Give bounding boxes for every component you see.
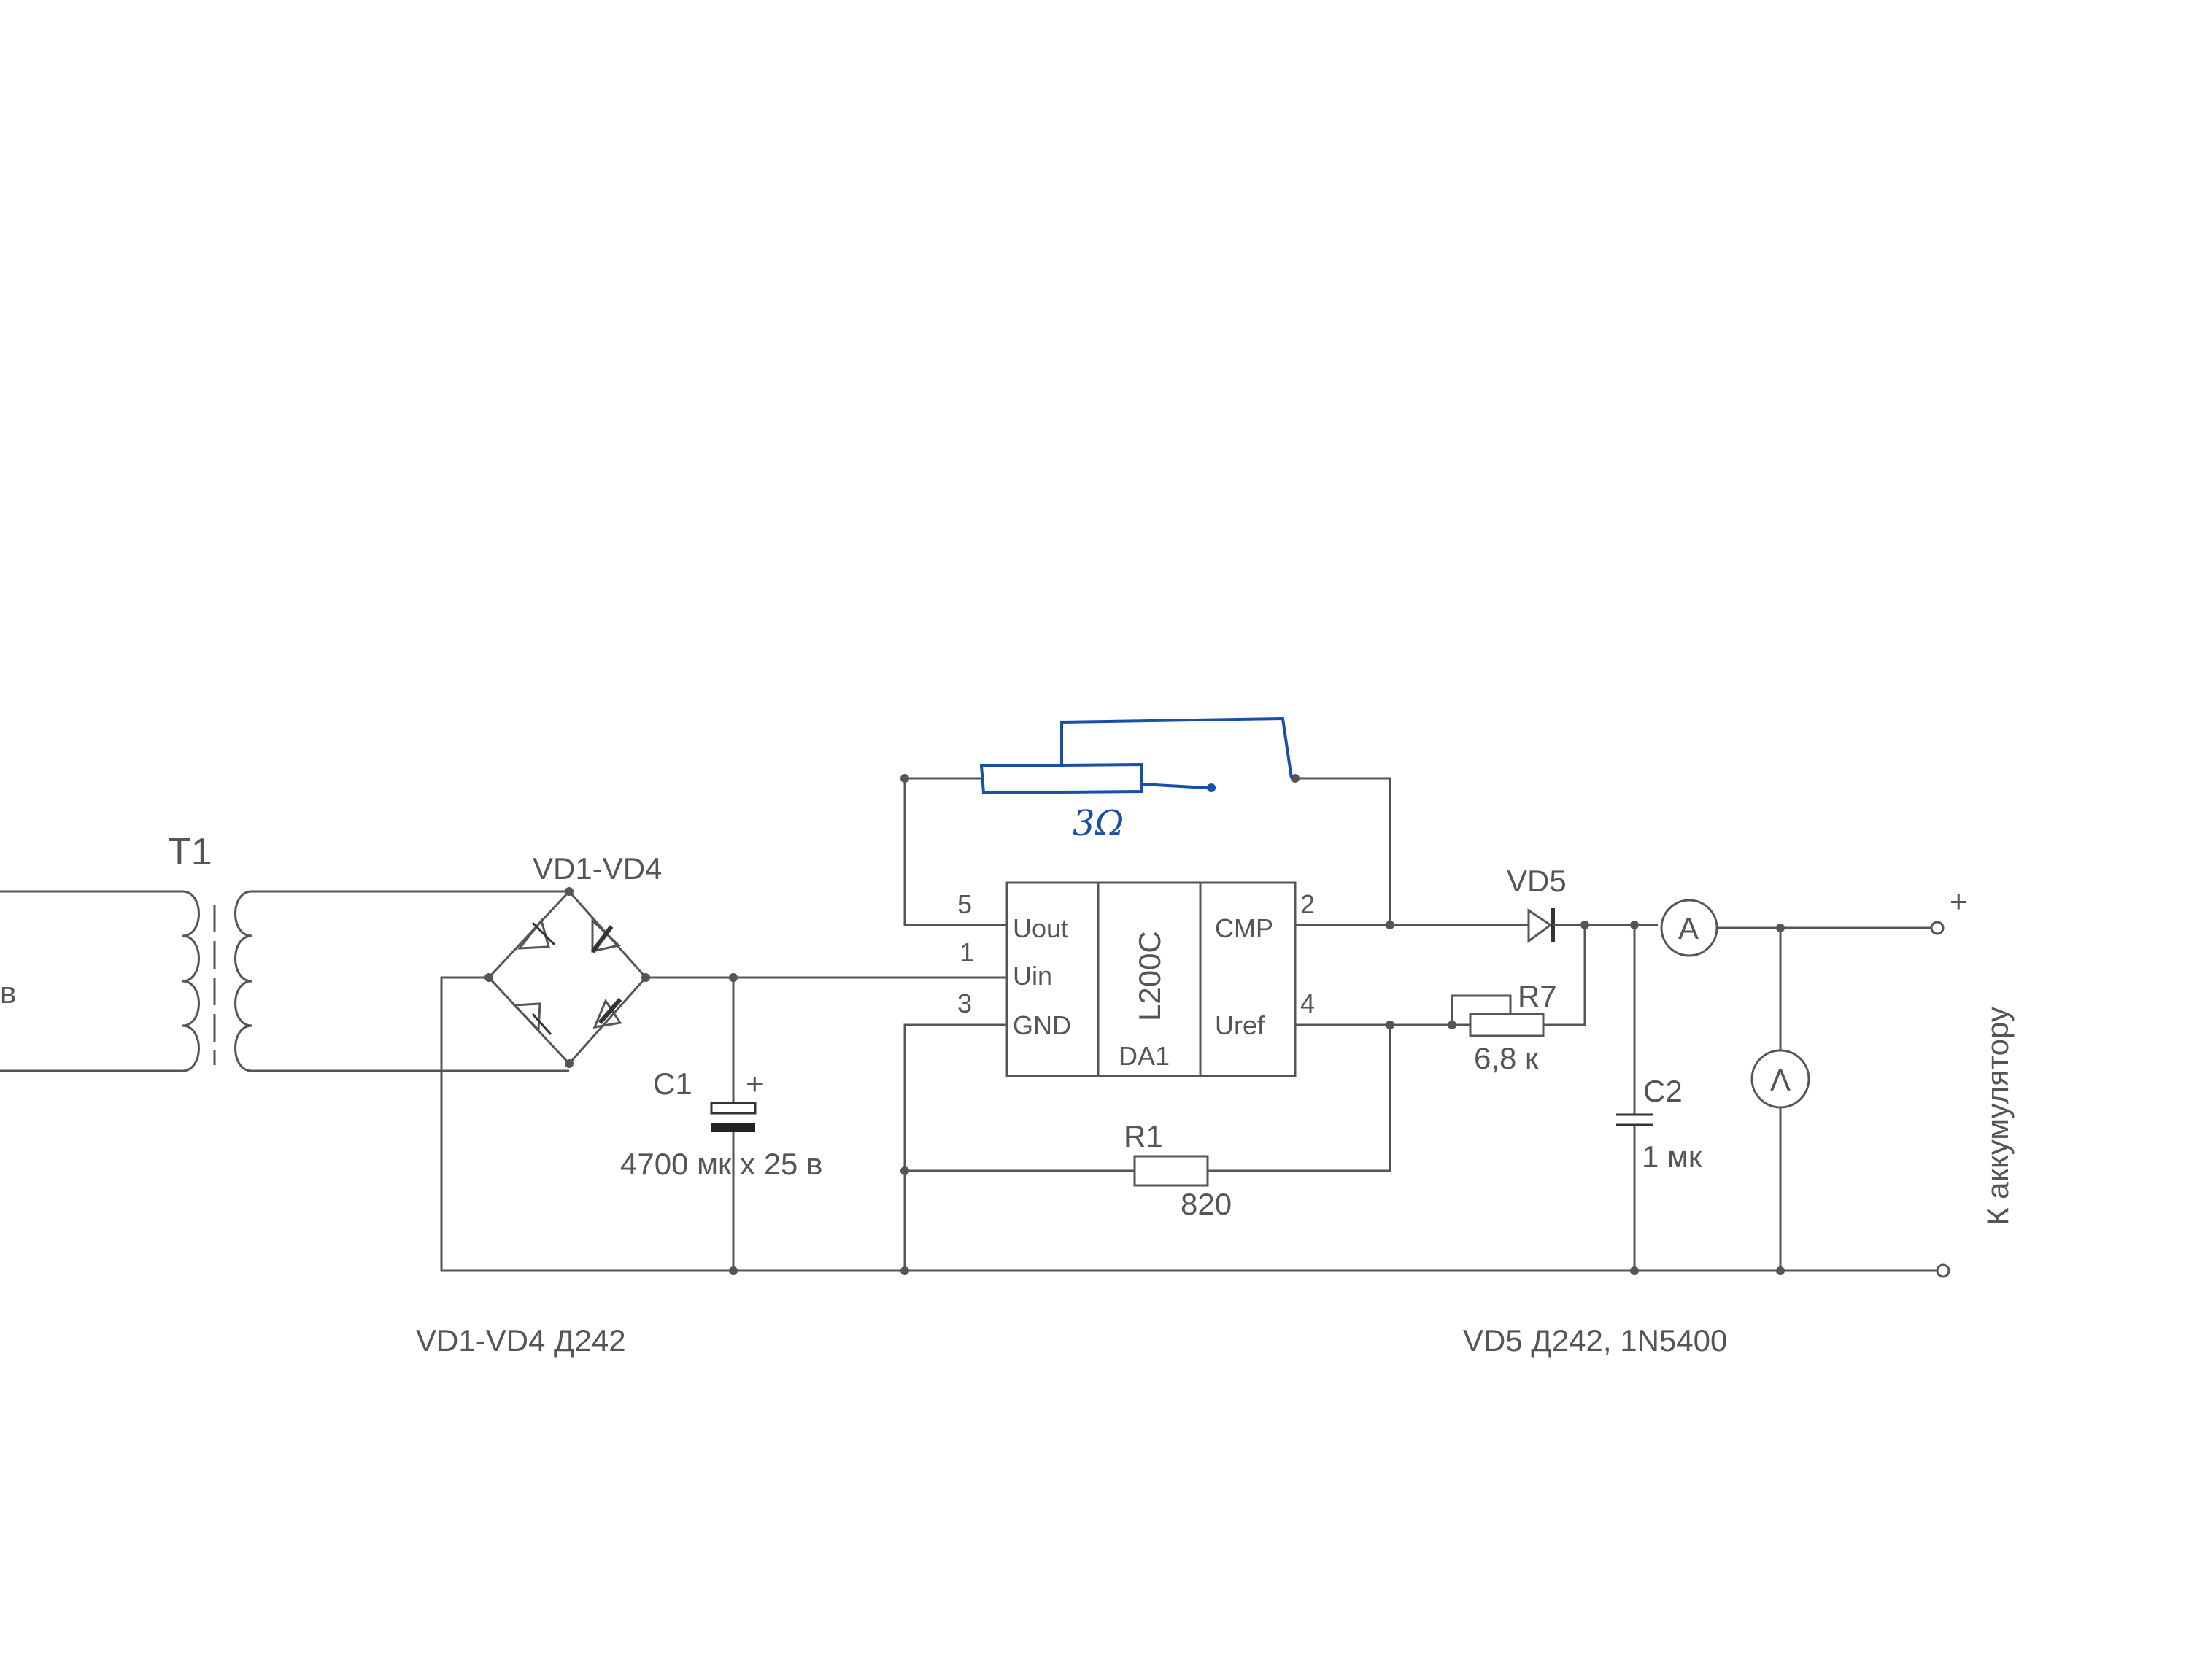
- c1-plate-positive: [710, 1102, 757, 1115]
- shunt-lead: [1141, 783, 1208, 789]
- diode-icon: [592, 998, 622, 1029]
- input-voltage-label: в: [0, 975, 16, 1010]
- shunt-terminal: [1207, 783, 1216, 792]
- transformer-ref: T1: [168, 831, 212, 873]
- resistor-r1: R1 820: [905, 1025, 1391, 1221]
- pin-number-5: 5: [957, 889, 972, 919]
- output-plus: +: [1950, 884, 1968, 918]
- r1-body: [1133, 1155, 1209, 1187]
- sense-wire: [1295, 777, 1391, 925]
- ic-dividers: [1097, 883, 1202, 1076]
- r7-ref: R7: [1518, 979, 1557, 1013]
- bridge-part-note: VD1-VD4 Д242: [416, 1323, 626, 1358]
- vd5-ref: VD5: [1507, 864, 1567, 898]
- node: [1448, 1021, 1456, 1029]
- node: [1630, 921, 1639, 929]
- output-terminal-negative: [1936, 1263, 1950, 1278]
- output-label: К аккумулятору: [1980, 1007, 2015, 1226]
- node: [900, 774, 909, 783]
- c1-plus: +: [746, 1067, 764, 1101]
- node: [900, 1266, 909, 1275]
- gnd-wire: [903, 1023, 1007, 1271]
- shunt-wiper: [1060, 716, 1293, 779]
- ammeter-symbol: A: [1678, 911, 1699, 945]
- bridge-label: VD1-VD4: [533, 851, 662, 886]
- diode-icon: [1527, 908, 1553, 943]
- pin-number-2: 2: [1300, 889, 1315, 919]
- voltmeter: V: [1750, 928, 1810, 1275]
- node: [1291, 774, 1300, 783]
- node: [565, 887, 574, 896]
- voltmeter-symbol: V: [1770, 1063, 1791, 1097]
- uout-wire: [903, 777, 1007, 926]
- ic-pin-cmp: CMP: [1215, 913, 1273, 943]
- ic-pin-uin: Uin: [1013, 961, 1052, 991]
- ammeter: A: [1660, 899, 1718, 957]
- c2-plates: [1616, 1113, 1653, 1126]
- c2-value: 1 мк: [1642, 1139, 1702, 1174]
- r7-wiper: [1451, 994, 1512, 1025]
- c1-ref: C1: [653, 1067, 692, 1101]
- ic-pin-uout: Uout: [1013, 913, 1068, 943]
- diode-vd5: VD5 VD5 Д242, 1N5400: [1463, 864, 1727, 1358]
- bridge-outline: [487, 889, 648, 1066]
- diode-bridge: VD1-VD4 VD1-VD4 Д242: [416, 851, 662, 1358]
- r1-ref: R1: [1124, 1119, 1163, 1153]
- c1-plate-negative: [711, 1123, 755, 1132]
- ic-part-number: L200C: [1132, 931, 1167, 1021]
- diode-icon: [590, 918, 622, 953]
- node: [729, 973, 738, 982]
- voltmeter-circle: [1750, 1049, 1810, 1109]
- primary-winding: [182, 890, 200, 1072]
- pin-number-3: 3: [957, 988, 972, 1018]
- node: [1386, 921, 1394, 929]
- node: [1630, 1266, 1639, 1275]
- r7-lead: [1543, 925, 1586, 1026]
- capacitor-c2: C2 1 мк: [1616, 921, 1702, 1275]
- diode-icon: [517, 918, 556, 950]
- c1-value: 4700 мк х 25 в: [620, 1147, 822, 1181]
- ground-rail: [440, 976, 1937, 1272]
- primary-leads: [0, 890, 182, 1072]
- transformer-t1: T1 в: [0, 831, 569, 1072]
- pin-number-4: 4: [1300, 988, 1315, 1018]
- vd5-part-note: VD5 Д242, 1N5400: [1463, 1323, 1727, 1358]
- ic-pin-uref: Uref: [1215, 1010, 1265, 1040]
- capacitor-c1: C1 + 4700 мк х 25 в: [620, 973, 822, 1275]
- ic-body: [1005, 881, 1297, 1077]
- secondary-leads: [252, 890, 569, 1072]
- shunt-resistor-handdrawn: 3Ω: [979, 716, 1293, 844]
- node: [1776, 1266, 1785, 1275]
- output-terminal-positive: [1930, 921, 1945, 935]
- c2-ref: C2: [1643, 1074, 1683, 1108]
- trimmer-r7: R7 6,8 к: [1295, 925, 1586, 1075]
- secondary-winding: [234, 890, 252, 1072]
- r7-value: 6,8 к: [1474, 1041, 1539, 1075]
- shunt-body: [979, 762, 1143, 795]
- r1-value: 820: [1181, 1187, 1232, 1221]
- r7-body: [1469, 1013, 1545, 1037]
- r1-leads: [905, 1025, 1391, 1172]
- ic-ref: DA1: [1119, 1041, 1170, 1071]
- node: [900, 1166, 909, 1175]
- pin-number-1: 1: [960, 937, 974, 967]
- node: [729, 1266, 738, 1275]
- shunt-value: 3Ω: [1073, 803, 1124, 844]
- ic-pin-gnd: GND: [1013, 1010, 1071, 1040]
- diode-icon: [511, 1002, 552, 1035]
- node: [565, 1059, 574, 1068]
- ic-da1: Uout Uin GND CMP Uref L200C DA1 5 1 3 2 …: [957, 881, 1315, 1077]
